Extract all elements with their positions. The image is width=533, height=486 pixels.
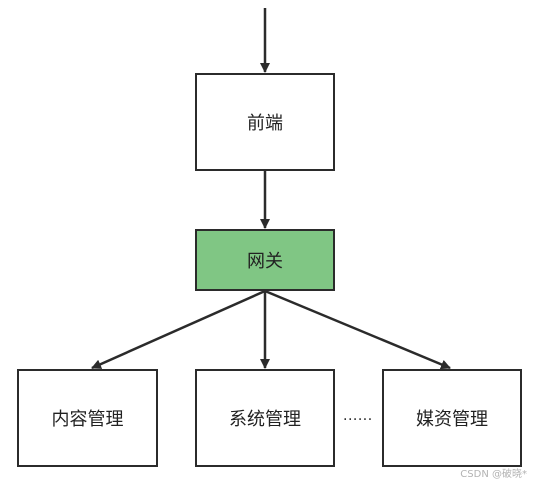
frontend-node: 前端 — [195, 73, 335, 171]
more-services-ellipsis: ...... — [343, 408, 373, 424]
system-management-label: 系统管理 — [229, 409, 301, 430]
arrow-gateway-to-content — [91, 289, 266, 370]
content-management-node: 内容管理 — [17, 369, 158, 467]
gateway-node: 网关 — [195, 229, 335, 291]
system-management-node: 系统管理 — [195, 369, 335, 467]
gateway-label: 网关 — [247, 251, 283, 272]
arrow-gateway-to-media — [264, 289, 451, 370]
media-management-label: 媒资管理 — [416, 409, 488, 430]
media-management-node: 媒资管理 — [382, 369, 522, 467]
content-management-label: 内容管理 — [51, 409, 124, 430]
frontend-label: 前端 — [247, 113, 283, 134]
watermark: CSDN @破晓* — [460, 469, 527, 480]
